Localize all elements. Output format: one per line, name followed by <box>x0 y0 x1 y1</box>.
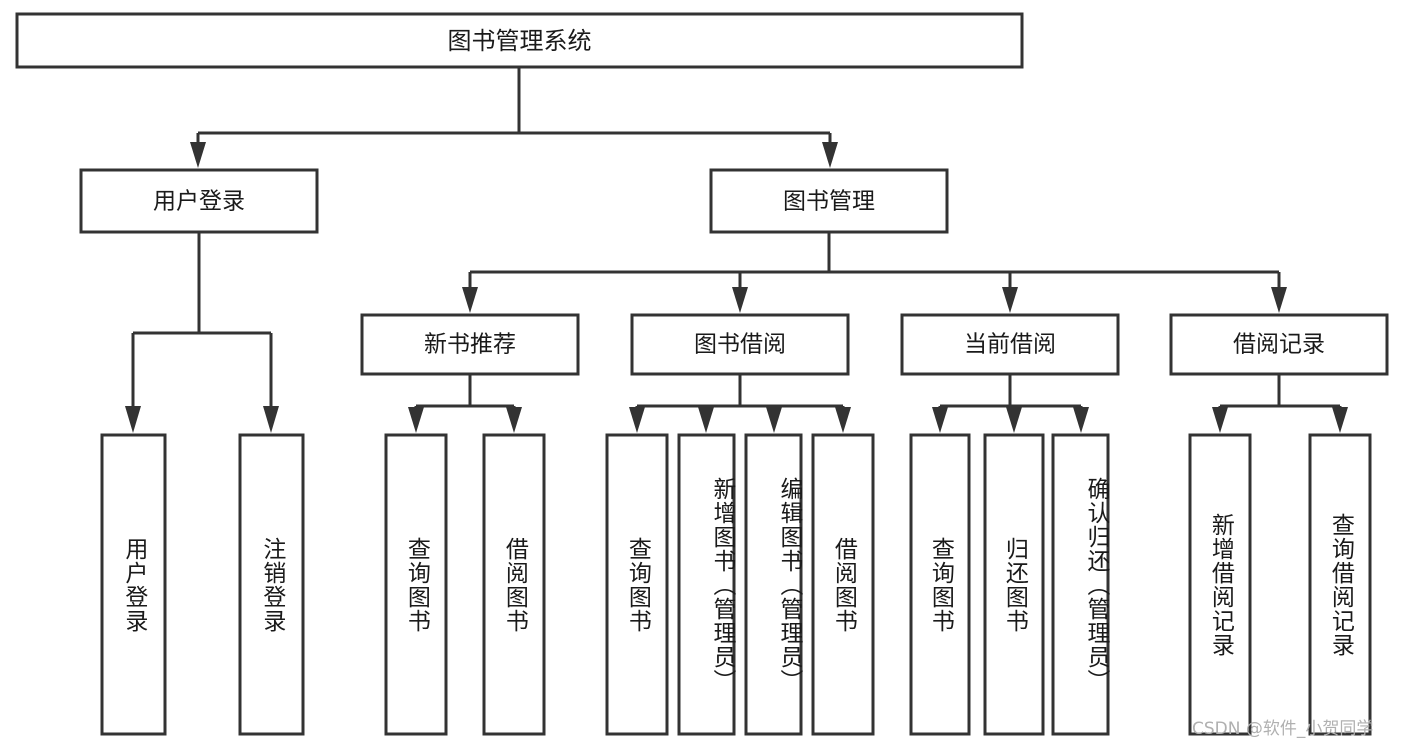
node-root-label: 图书管理系统 <box>448 27 592 55</box>
arrowhead-borrow-leaf4 <box>835 407 851 433</box>
node-borrow-records-label: 借阅记录 <box>1233 332 1325 358</box>
arrowhead-bookmgmt-records <box>1271 287 1287 313</box>
arrowhead-current-leaf2 <box>1006 407 1022 433</box>
leaf-box-user-login[interactable] <box>100 433 167 736</box>
node-user-login-label: 用户登录 <box>153 189 245 215</box>
arrowhead-root-to-login <box>190 142 206 168</box>
arrowhead-root-to-bookmgmt <box>822 142 838 168</box>
arrowhead-bookmgmt-borrow <box>732 287 748 313</box>
arrowhead-newbook-leaf2 <box>506 407 522 433</box>
node-book-borrow-label: 图书借阅 <box>694 332 786 358</box>
arrowhead-bookmgmt-current <box>1002 287 1018 313</box>
node-current-borrow-label: 当前借阅 <box>964 332 1056 358</box>
leaf-box-query-books-new[interactable] <box>384 433 448 736</box>
leaf-box-query-books-current[interactable] <box>909 433 971 736</box>
leaf-box-logout[interactable] <box>238 433 305 736</box>
connector-group-book-borrow <box>629 374 851 433</box>
leaf-box-query-borrow-record[interactable] <box>1308 433 1372 736</box>
leaf-box-edit-book-admin[interactable] <box>744 433 803 736</box>
node-root-box[interactable] <box>15 12 1024 69</box>
arrowhead-current-leaf3 <box>1073 407 1089 433</box>
node-borrow-records-box[interactable] <box>1169 313 1389 376</box>
node-new-book-recommend-label: 新书推荐 <box>424 332 516 358</box>
arrowhead-newbook-leaf1 <box>408 407 424 433</box>
arrowhead-borrow-leaf1 <box>629 407 645 433</box>
connector-group-current-borrow <box>932 374 1089 433</box>
csdn-watermark: CSDN @软件_小贺同学 <box>1192 719 1374 739</box>
node-book-borrow-box[interactable] <box>630 313 850 376</box>
node-current-borrow-box[interactable] <box>900 313 1120 376</box>
node-new-book-recommend-box[interactable] <box>360 313 580 376</box>
leaf-box-add-borrow-record[interactable] <box>1188 433 1252 736</box>
connector-group-new-book <box>408 374 522 433</box>
arrowhead-borrow-leaf2 <box>698 407 714 433</box>
node-user-login-box[interactable] <box>79 168 319 234</box>
connector-group-root <box>190 67 838 168</box>
leaf-box-borrow-book[interactable] <box>811 433 875 736</box>
arrowhead-records-leaf1 <box>1212 407 1228 433</box>
connector-group-book-management <box>462 232 1287 313</box>
leaf-box-query-books-borrow[interactable] <box>605 433 669 736</box>
connector-group-user-login <box>125 232 279 433</box>
arrowhead-login-leaf1 <box>125 406 141 433</box>
node-book-management-box[interactable] <box>709 168 949 234</box>
node-book-management-label: 图书管理 <box>783 189 875 215</box>
arrowhead-login-leaf2 <box>263 406 279 433</box>
leaf-box-return-book[interactable] <box>983 433 1045 736</box>
leaf-box-borrow-books-new[interactable] <box>482 433 546 736</box>
leaf-box-confirm-return-admin[interactable] <box>1051 433 1110 736</box>
leaf-box-add-book-admin[interactable] <box>677 433 736 736</box>
arrowhead-borrow-leaf3 <box>766 407 782 433</box>
connector-group-borrow-records <box>1212 374 1348 433</box>
arrowhead-current-leaf1 <box>932 407 948 433</box>
arrowhead-records-leaf2 <box>1332 407 1348 433</box>
arrowhead-bookmgmt-newbook <box>462 287 478 313</box>
